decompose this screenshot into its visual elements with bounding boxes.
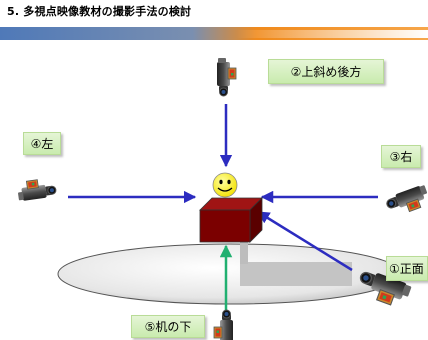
label-right: ③右 [381,145,421,168]
label-left: ④左 [23,132,61,155]
label-under-desk: ⑤机の下 [131,315,205,338]
smiley-face-icon [212,172,238,198]
label-front: ①正面 [386,256,428,281]
camera-left-icon [16,176,58,202]
camera-below-icon [213,309,234,340]
label-upper-back: ②上斜め後方 [268,59,384,84]
floor-shadow [240,262,352,286]
title-underline-bar [0,27,428,40]
slide-title: 5. 多視点映像教材の撮影手法の検討 [7,5,192,18]
camera-right-icon [384,183,428,219]
camera-top-icon [216,57,237,97]
subject-box [199,197,263,243]
arrow-from-front [256,210,353,272]
